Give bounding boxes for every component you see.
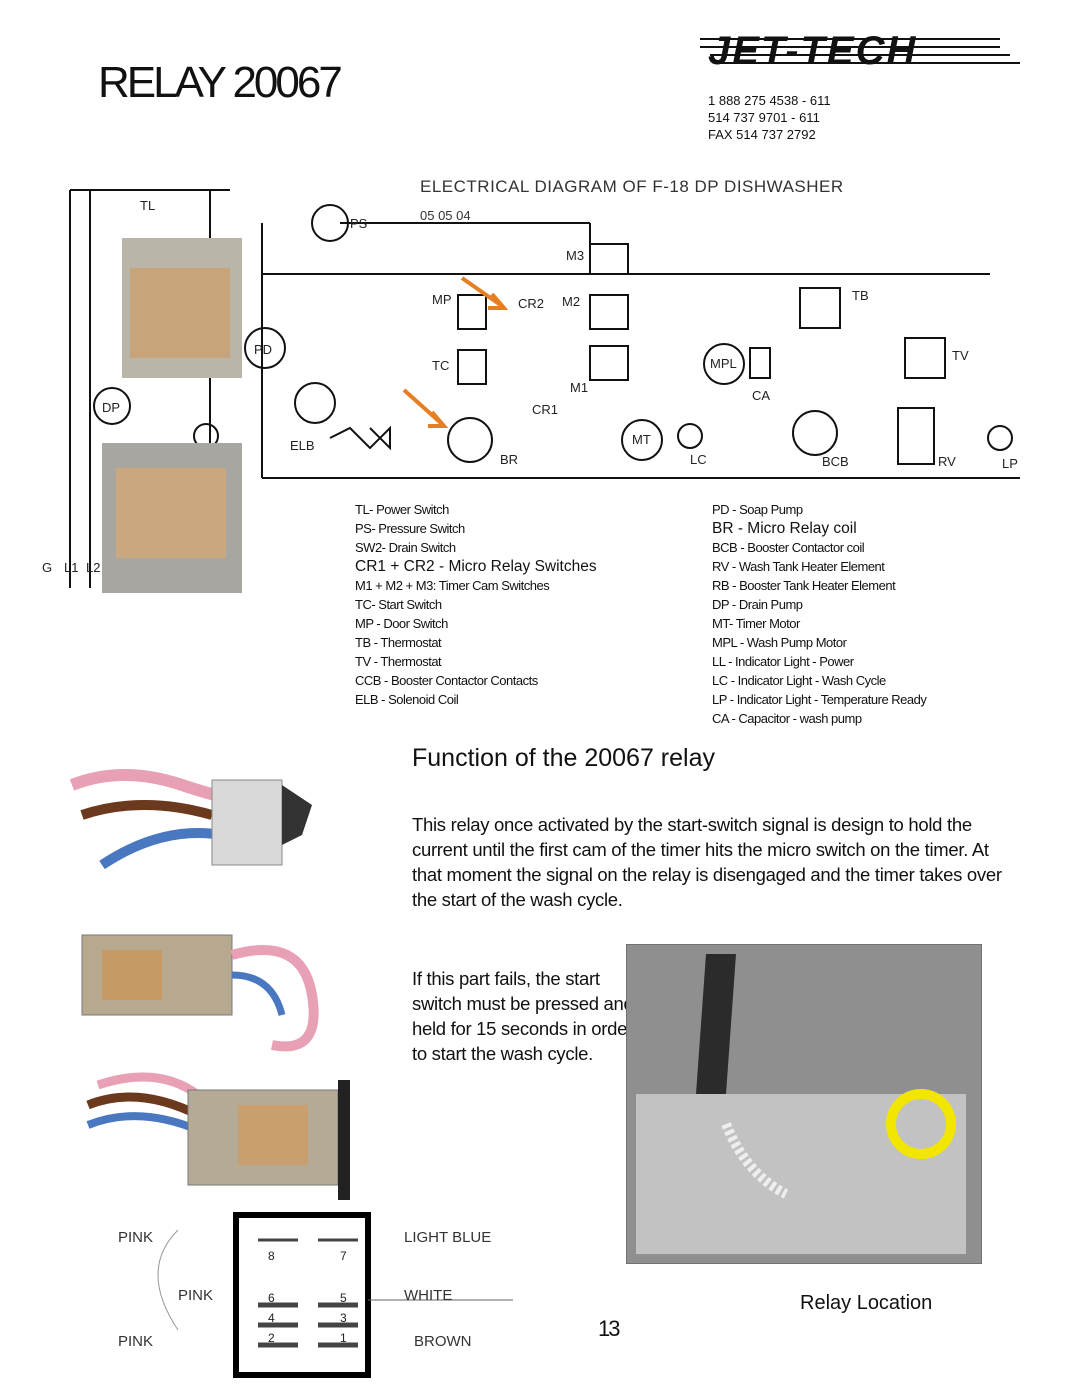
- wire-label: PINK: [118, 1333, 153, 1350]
- relay-photo-bottom: [102, 443, 242, 593]
- label-l1: L1: [64, 560, 78, 575]
- pin-number: 4: [268, 1311, 275, 1325]
- legend-item: ELB - Solenoid Coil: [355, 692, 459, 707]
- legend-item: TV - Thermostat: [355, 654, 442, 669]
- wire-label: PINK: [178, 1287, 213, 1304]
- pin-number: 5: [340, 1291, 347, 1305]
- label-bcb: BCB: [822, 454, 849, 469]
- legend-item: MP - Door Switch: [355, 616, 448, 631]
- label-mp: MP: [432, 292, 452, 307]
- label-m3: M3: [566, 248, 584, 263]
- function-description: This relay once activated by the start-s…: [412, 814, 1002, 910]
- highlight-ring-icon: [886, 1089, 956, 1159]
- wire-label: WHITE: [404, 1287, 452, 1304]
- label-m1: M1: [570, 380, 588, 395]
- legend-left: TL- Power Switch PS- Pressure Switch SW2…: [355, 500, 597, 709]
- pin-number: 2: [268, 1331, 275, 1345]
- jet-tech-logo: JET-TECH: [700, 29, 1020, 73]
- contact-numbers: 1 888 275 4538 - 611 514 737 9701 - 611 …: [708, 92, 831, 143]
- legend-item: BCB - Booster Contactor coil: [712, 540, 865, 555]
- legend-item: CR1 + CR2 - Micro Relay Switches: [355, 558, 597, 575]
- legend-item: PS- Pressure Switch: [355, 521, 465, 536]
- label-tc: TC: [432, 358, 449, 373]
- label-mt: MT: [632, 432, 651, 447]
- label-ps: PS: [350, 216, 368, 231]
- phone-2: 514 737 9701 - 611: [708, 110, 820, 125]
- pin-number: 3: [340, 1311, 347, 1325]
- page-number: 13: [598, 1316, 621, 1341]
- relay-pinout-diagram: PINK PINK PINK LIGHT BLUE WHITE BROWN 8 …: [118, 1212, 513, 1378]
- relay-photo-top: [122, 238, 242, 378]
- legend-item: SW2- Drain Switch: [355, 540, 456, 555]
- electrical-diagram: ELECTRICAL DIAGRAM OF F-18 DP DISHWASHER…: [42, 177, 1020, 593]
- phone-1: 1 888 275 4538 - 611: [708, 93, 831, 108]
- pin-number: 1: [340, 1331, 347, 1345]
- fax: FAX 514 737 2792: [708, 127, 816, 142]
- relay-wiring-photo-1: [69, 769, 312, 870]
- legend-item: MPL - Wash Pump Motor: [712, 635, 847, 650]
- label-tv: TV: [952, 348, 969, 363]
- relay-wiring-photo-3: [86, 1072, 350, 1200]
- label-g: G: [42, 560, 52, 575]
- label-lc: LC: [690, 452, 707, 467]
- label-mpl: MPL: [710, 356, 737, 371]
- wire-label: LIGHT BLUE: [404, 1229, 491, 1246]
- legend-item: M1 + M2 + M3: Timer Cam Switches: [355, 578, 550, 593]
- legend-item: RV - Wash Tank Heater Element: [712, 559, 885, 574]
- pin-number: 6: [268, 1291, 275, 1305]
- legend-item: CCB - Booster Contactor Contacts: [355, 673, 538, 688]
- label-br: BR: [500, 452, 518, 467]
- label-l2: L2: [86, 560, 100, 575]
- arrow-icons: [402, 276, 509, 428]
- label-m2: M2: [562, 294, 580, 309]
- label-tl: TL: [140, 198, 155, 213]
- legend-item: BR - Micro Relay coil: [712, 520, 857, 537]
- pin-number: 8: [268, 1249, 275, 1263]
- legend-item: LC - Indicator Light - Wash Cycle: [712, 673, 886, 688]
- label-dp: DP: [102, 400, 120, 415]
- label-cr2: CR2: [518, 296, 544, 311]
- photo-caption: Relay Location: [800, 1292, 933, 1314]
- diagram-date: 05 05 04: [420, 208, 471, 223]
- legend-item: PD - Soap Pump: [712, 502, 803, 517]
- legend-item: TC- Start Switch: [355, 597, 442, 612]
- label-elb: ELB: [290, 438, 315, 453]
- label-rv: RV: [938, 454, 956, 469]
- page-title: RELAY 20067: [98, 58, 343, 107]
- label-lp: LP: [1002, 456, 1018, 471]
- legend-item: MT- Timer Motor: [712, 616, 800, 631]
- pin-number: 7: [340, 1249, 347, 1263]
- relay-wiring-photo-2: [81, 934, 319, 1052]
- label-cr1: CR1: [532, 402, 558, 417]
- legend-item: TL- Power Switch: [355, 502, 449, 517]
- failure-note: If this part fails, the start switch mus…: [412, 968, 634, 1064]
- function-heading: Function of the 20067 relay: [412, 744, 715, 772]
- wire-label: PINK: [118, 1229, 153, 1246]
- label-tb: TB: [852, 288, 869, 303]
- legend-item: LP - Indicator Light - Temperature Ready: [712, 692, 927, 707]
- legend-item: CA - Capacitor - wash pump: [712, 711, 862, 726]
- label-ca: CA: [752, 388, 770, 403]
- label-pd: PD: [254, 342, 272, 357]
- legend-item: LL - Indicator Light - Power: [712, 654, 854, 669]
- legend-item: TB - Thermostat: [355, 635, 442, 650]
- legend-right: PD - Soap Pump BR - Micro Relay coil BCB…: [712, 500, 927, 728]
- relay-location-photo: [626, 944, 982, 1264]
- diagram-title: ELECTRICAL DIAGRAM OF F-18 DP DISHWASHER: [420, 177, 844, 196]
- legend-item: DP - Drain Pump: [712, 597, 803, 612]
- brand-text: JET-TECH: [708, 29, 917, 73]
- wire-label: BROWN: [414, 1333, 472, 1350]
- legend-item: RB - Booster Tank Heater Element: [712, 578, 896, 593]
